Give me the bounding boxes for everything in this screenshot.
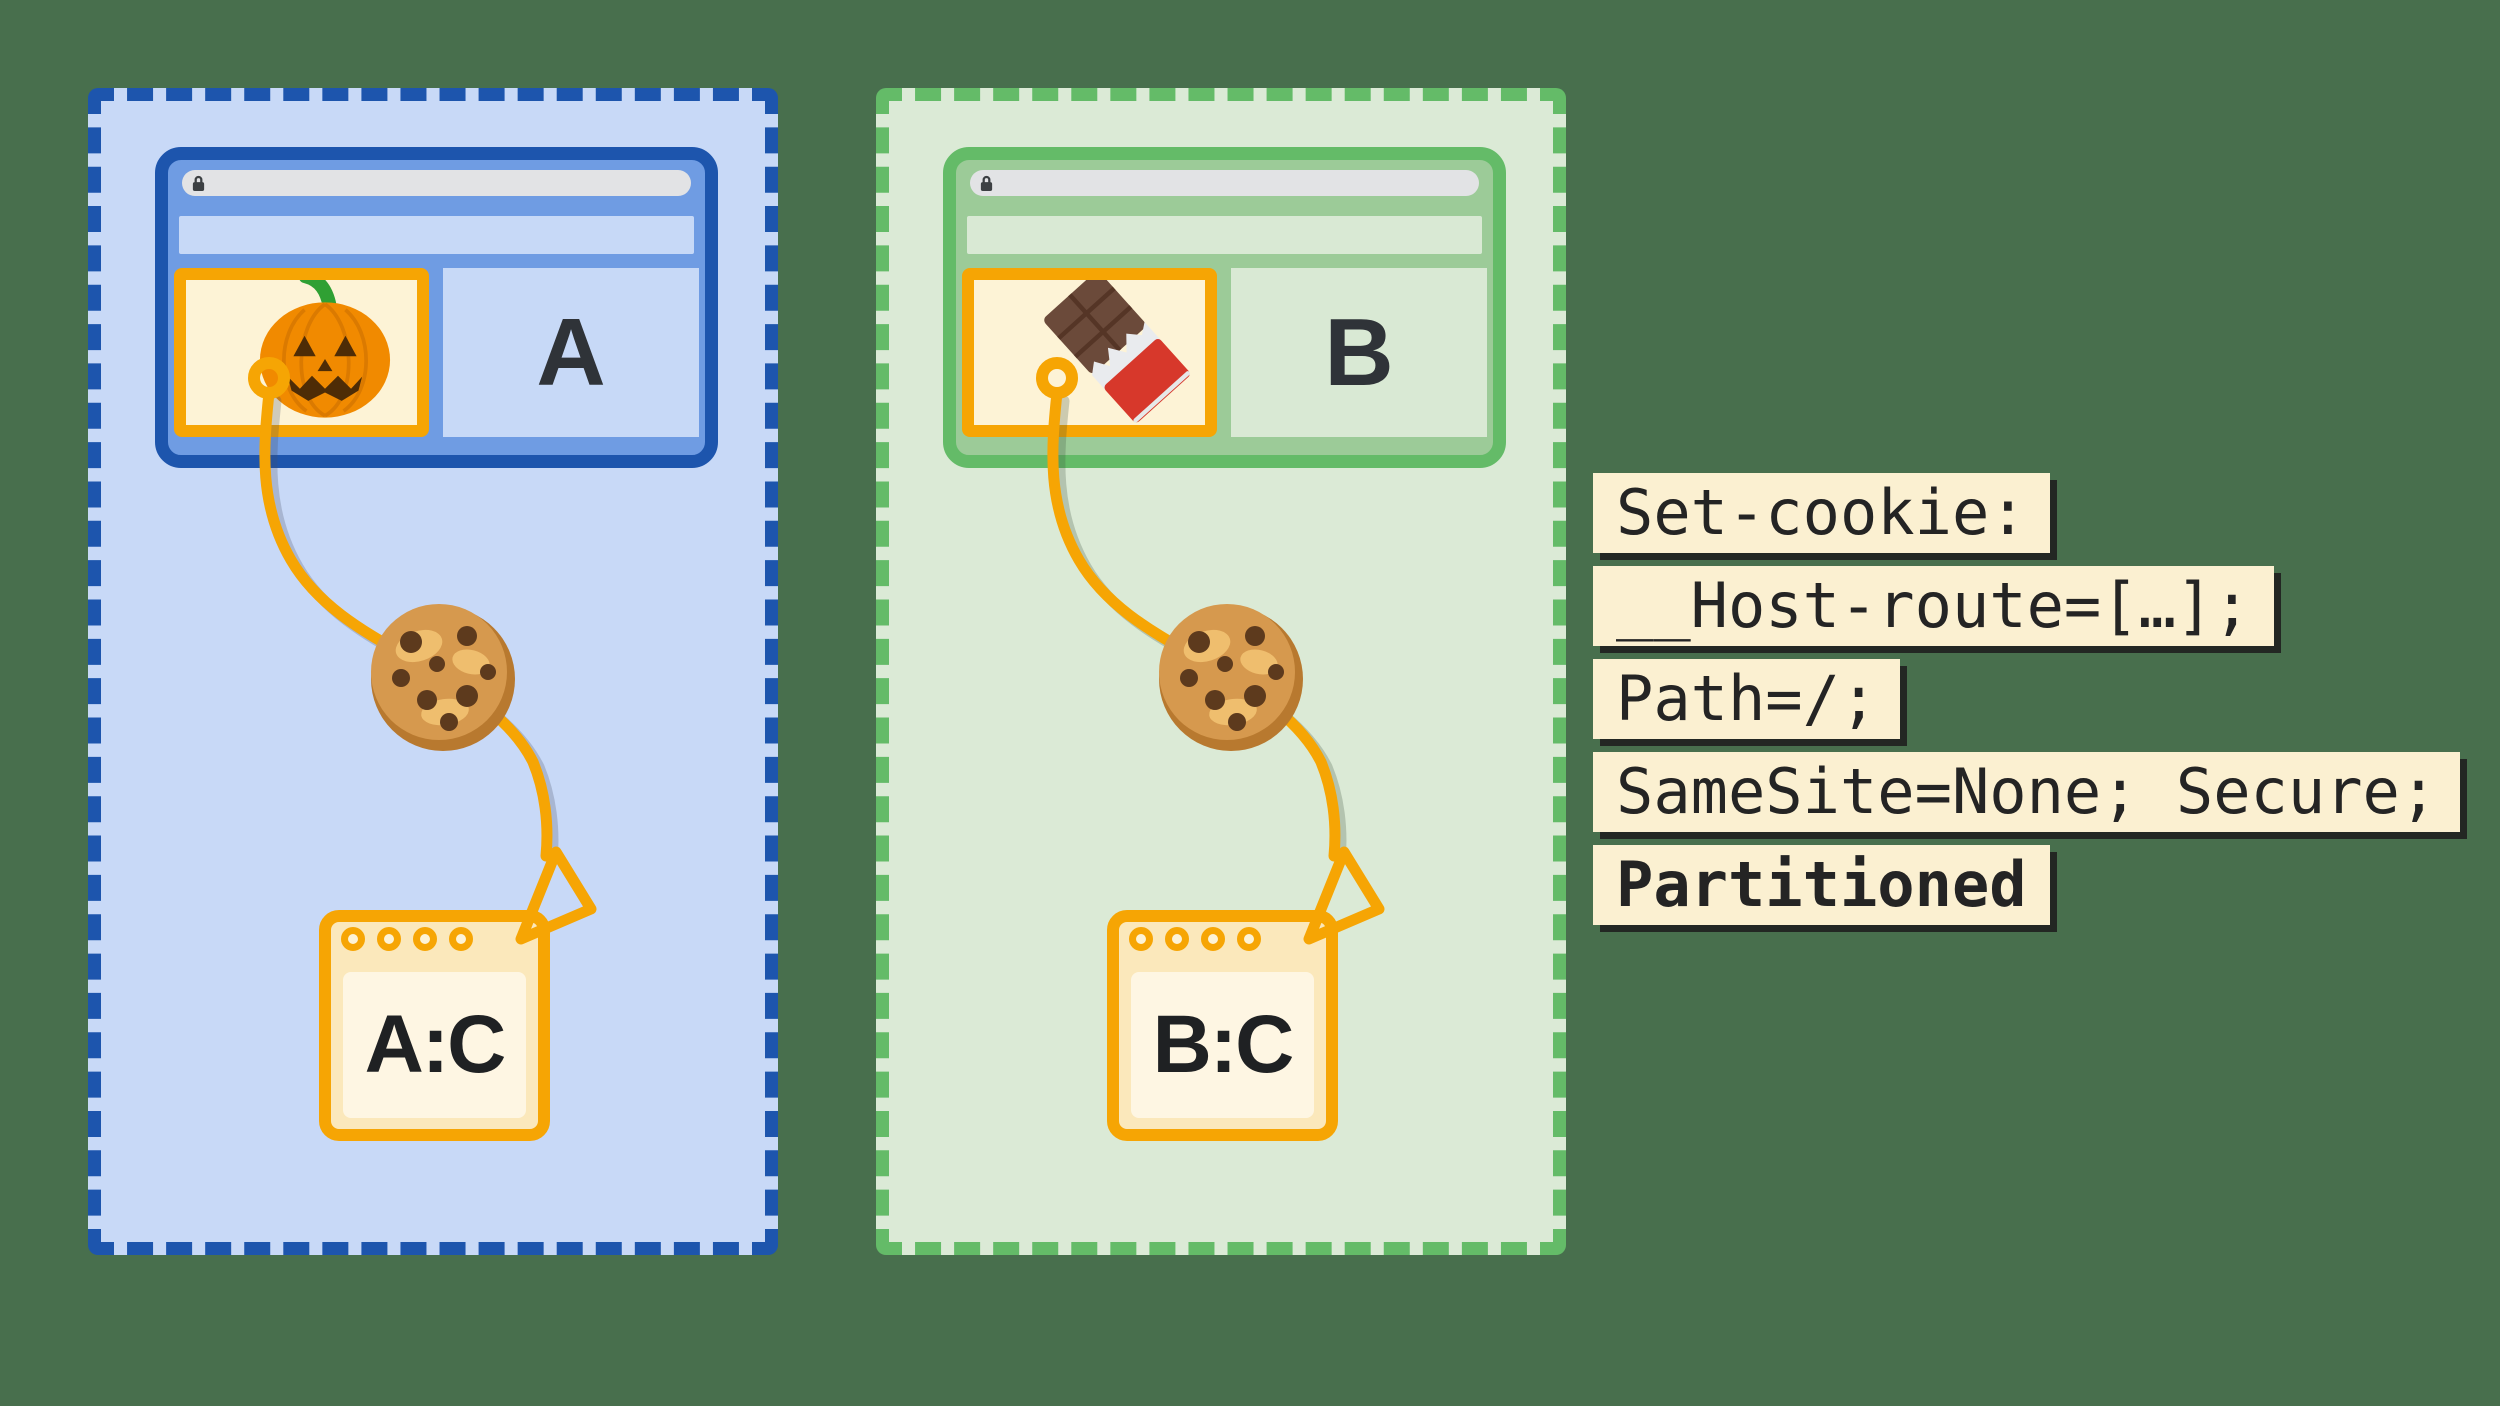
site-a-pane: A <box>443 268 699 437</box>
partition-key-b: B:C <box>1152 999 1295 1090</box>
dot-icon <box>1237 927 1261 951</box>
lock-icon <box>980 175 993 191</box>
jar-dots <box>1119 922 1326 951</box>
site-b-label: B <box>1324 298 1394 406</box>
chocolate-icon <box>1044 280 1191 423</box>
code-line-partitioned: Partitioned <box>1593 845 2050 925</box>
embedded-iframe-c <box>962 268 1217 437</box>
url-bar <box>182 170 691 196</box>
url-bar <box>970 170 1479 196</box>
jar-body: B:C <box>1131 972 1314 1118</box>
code-line: SameSite=None; Secure; <box>1593 752 2461 832</box>
embedded-iframe-c <box>174 268 429 437</box>
dot-icon <box>449 927 473 951</box>
code-line: Path=/; <box>1593 659 1901 739</box>
set-cookie-header-snippet: Set-cookie: __Host-route=[…]; Path=/; Sa… <box>1593 473 2461 938</box>
dot-icon <box>1129 927 1153 951</box>
jar-dots <box>331 922 538 951</box>
partition-site-a: A A:C <box>88 88 778 1255</box>
code-line: Set-cookie: <box>1593 473 2050 553</box>
dot-icon <box>341 927 365 951</box>
partition-key-a: A:C <box>364 999 507 1090</box>
site-b-pane: B <box>1231 268 1487 437</box>
iframe-row: A <box>174 268 699 437</box>
cookie-jar-site-a: A:C <box>319 910 550 1141</box>
page-content-block <box>967 216 1482 254</box>
page-content-block <box>179 216 694 254</box>
dot-icon <box>1201 927 1225 951</box>
browser-window-site-b: B <box>943 147 1506 468</box>
pumpkin-icon <box>259 280 391 418</box>
partition-site-b: B B:C <box>876 88 1566 1255</box>
browser-window-site-a: A <box>155 147 718 468</box>
jar-body: A:C <box>343 972 526 1118</box>
dot-icon <box>377 927 401 951</box>
iframe-row: B <box>962 268 1487 437</box>
code-line: __Host-route=[…]; <box>1593 566 2274 646</box>
lock-icon <box>192 175 205 191</box>
dot-icon <box>413 927 437 951</box>
dot-icon <box>1165 927 1189 951</box>
site-a-label: A <box>536 298 606 406</box>
cookie-jar-site-b: B:C <box>1107 910 1338 1141</box>
